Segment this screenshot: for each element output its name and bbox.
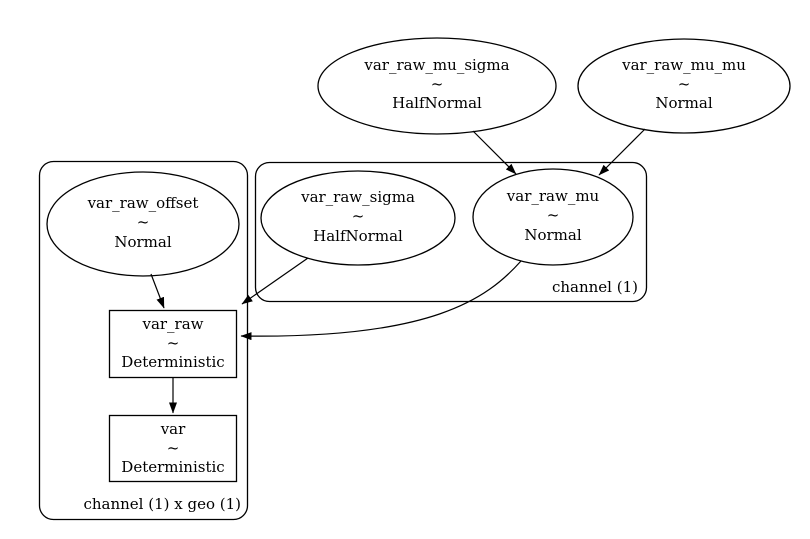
node-var_raw_offset-tilde: ~: [137, 213, 150, 231]
node-var_raw_mu_mu: var_raw_mu_mu ~ Normal: [577, 38, 791, 134]
cluster-channel-x-geo-border: [38, 160, 249, 521]
node-var_raw_mu-name: var_raw_mu: [506, 187, 600, 205]
node-var_raw_mu_sigma-name: var_raw_mu_sigma: [363, 56, 509, 74]
node-var_raw: var_raw ~ Deterministic: [108, 309, 238, 379]
node-var_raw_offset-name: var_raw_offset: [87, 194, 199, 212]
node-var-tilde: ~: [167, 439, 180, 457]
node-var_raw_sigma-shape: [260, 170, 456, 266]
node-var_raw_mu-dist: Normal: [524, 226, 581, 244]
cluster-channel-x-geo: channel (1) x geo (1): [38, 160, 249, 521]
node-var_raw_mu-shape: [472, 168, 634, 266]
node-var_raw_mu_sigma-shape: [317, 37, 557, 135]
edge-var_raw_mu-var_raw: [240, 260, 522, 341]
edge-var_raw_offset-var_raw: [150, 273, 165, 309]
node-var_raw_mu-tilde: ~: [547, 206, 560, 224]
node-var_raw-dist: Deterministic: [121, 353, 224, 371]
node-var_raw_mu_mu-name: var_raw_mu_mu: [621, 56, 746, 74]
edge-var_raw_mu_sigma-var_raw_mu: [472, 130, 517, 175]
node-var_raw_offset: var_raw_offset ~ Normal: [46, 171, 240, 277]
node-var_raw-tilde: ~: [167, 334, 180, 352]
node-var: var ~ Deterministic: [108, 414, 238, 483]
edge-var_raw_mu_mu-var_raw_mu: [598, 128, 646, 176]
node-var_raw_sigma-tilde: ~: [352, 207, 365, 225]
node-var-name: var: [160, 420, 186, 438]
node-var_raw_sigma-name: var_raw_sigma: [300, 188, 415, 206]
node-var_raw_offset-dist: Normal: [114, 233, 171, 251]
node-var_raw-shape: [108, 309, 238, 379]
edge-var_raw_sigma-var_raw: [241, 257, 309, 305]
node-var_raw_offset-shape: [46, 171, 240, 277]
node-var_raw_mu_mu-shape: [577, 38, 791, 134]
node-var_raw_mu_sigma: var_raw_mu_sigma ~ HalfNormal: [317, 37, 557, 135]
cluster-channel-border: [254, 161, 648, 303]
node-var-shape: [108, 414, 238, 483]
node-var_raw_mu_mu-dist: Normal: [655, 94, 712, 112]
edges: [150, 128, 646, 414]
node-var_raw-name: var_raw: [141, 315, 203, 333]
cluster-channel-label: channel (1): [552, 278, 638, 296]
node-var_raw_mu: var_raw_mu ~ Normal: [472, 168, 634, 266]
node-var_raw_mu_mu-tilde: ~: [678, 75, 691, 93]
node-var_raw_sigma: var_raw_sigma ~ HalfNormal: [260, 170, 456, 266]
cluster-channel-x-geo-label: channel (1) x geo (1): [83, 495, 241, 513]
node-var_raw_mu_sigma-tilde: ~: [431, 75, 444, 93]
cluster-channel: channel (1): [254, 161, 648, 303]
node-var-dist: Deterministic: [121, 458, 224, 476]
node-var_raw_mu_sigma-dist: HalfNormal: [392, 94, 482, 112]
node-var_raw_sigma-dist: HalfNormal: [313, 227, 403, 245]
